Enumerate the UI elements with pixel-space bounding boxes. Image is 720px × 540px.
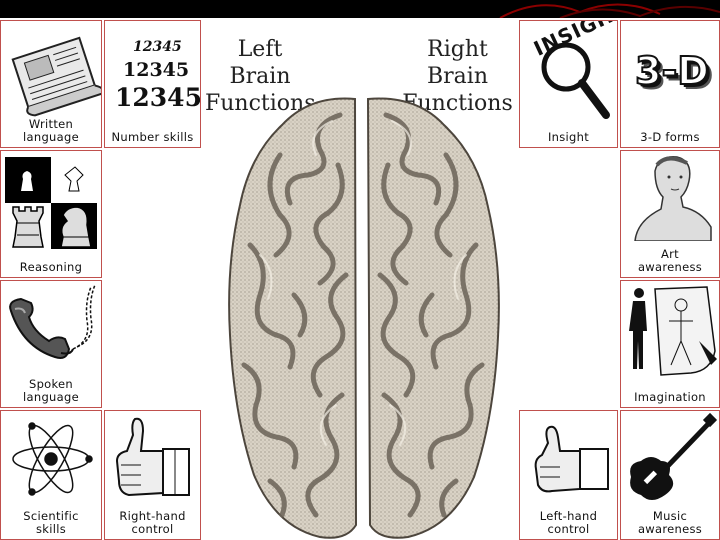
tile-3d-forms: 3-D 3-D forms bbox=[620, 20, 720, 148]
tile-right-hand-control: Right-hand control bbox=[104, 410, 201, 540]
caption-imagination: Imagination bbox=[621, 391, 719, 404]
caption-spoken-language: Spoken language bbox=[1, 378, 101, 404]
tile-art-awareness: Art awareness bbox=[620, 150, 720, 278]
top-bar bbox=[0, 0, 720, 18]
atom-icon bbox=[1, 411, 101, 506]
number-art-large: 12345 bbox=[115, 83, 201, 112]
tile-music-awareness: Music awareness bbox=[620, 410, 720, 540]
caption-scientific-skills: Scientific skills bbox=[1, 510, 101, 536]
caption-right-hand-control: Right-hand control bbox=[105, 510, 200, 536]
caption-reasoning: Reasoning bbox=[1, 261, 101, 274]
caption-art-awareness: Art awareness bbox=[621, 248, 719, 274]
tile-left-hand-control: Left-hand control bbox=[519, 410, 618, 540]
caption-3d-forms: 3-D forms bbox=[621, 131, 719, 144]
number-art-medium: 12345 bbox=[123, 59, 189, 81]
three-d-word-art: 3-D bbox=[635, 49, 709, 93]
thumbs-up-left-icon bbox=[520, 411, 617, 506]
telephone-icon bbox=[1, 281, 101, 376]
tile-insight: INSIGHT Insight bbox=[519, 20, 618, 148]
newspaper-icon bbox=[1, 21, 101, 121]
tile-number-skills: 12345 12345 12345 Number skills bbox=[104, 20, 201, 148]
tile-reasoning: Reasoning bbox=[0, 150, 102, 278]
tile-written-language: Written language bbox=[0, 20, 102, 148]
caption-number-skills: Number skills bbox=[105, 131, 200, 144]
figure-drawing-icon bbox=[621, 281, 719, 381]
brain-illustration bbox=[220, 95, 505, 540]
caption-written-language: Written language bbox=[1, 118, 101, 144]
caption-music-awareness: Music awareness bbox=[621, 510, 719, 536]
guitar-icon bbox=[621, 411, 719, 503]
thumbs-up-right-icon bbox=[105, 411, 200, 506]
caption-left-hand-control: Left-hand control bbox=[520, 510, 617, 536]
number-art-small: 12345 bbox=[133, 39, 182, 55]
tile-imagination: Imagination bbox=[620, 280, 720, 408]
caption-insight: Insight bbox=[520, 131, 617, 144]
bust-statue-icon bbox=[621, 151, 719, 241]
chess-pieces-icon bbox=[1, 151, 101, 256]
top-bar-decoration bbox=[0, 0, 720, 18]
tile-scientific-skills: Scientific skills bbox=[0, 410, 102, 540]
tile-spoken-language: Spoken language bbox=[0, 280, 102, 408]
